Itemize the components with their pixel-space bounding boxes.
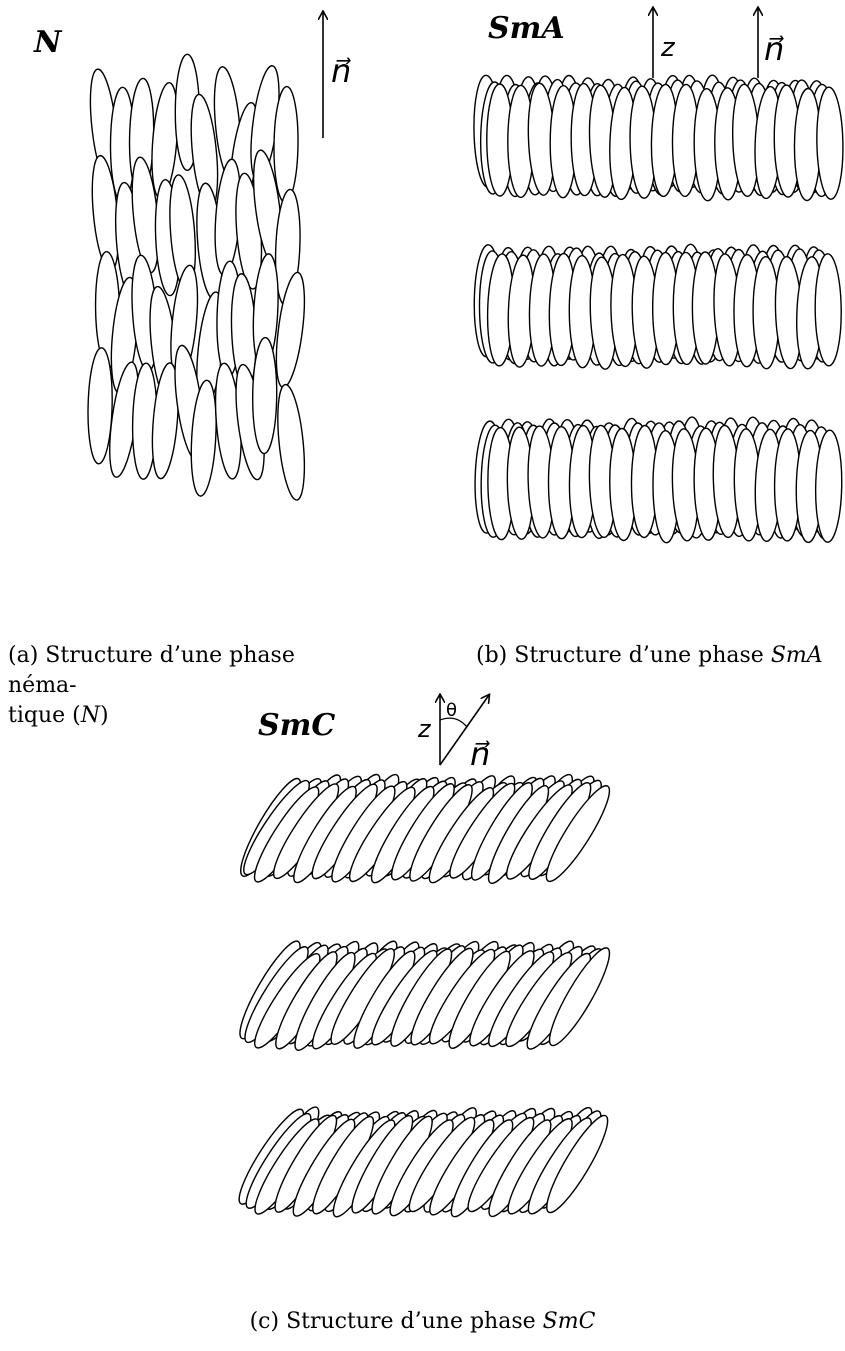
caption-c-text: (c) Structure d’une phase bbox=[250, 1309, 543, 1334]
panel-nematic: N n⃗ bbox=[33, 12, 352, 501]
director-label-a: n⃗ bbox=[331, 52, 352, 90]
caption-a-line1: (a) Structure d’une phase néma- bbox=[8, 643, 295, 698]
director-label-c: n⃗ bbox=[470, 735, 491, 773]
caption-b-symbol: SmA bbox=[771, 643, 823, 668]
nematic-molecules bbox=[86, 54, 310, 501]
panel-smectic-c: SmC z θ n⃗ bbox=[231, 695, 618, 1223]
caption-b: (b) Structure d’une phase SmA bbox=[476, 641, 841, 671]
tilt-angle-label: θ bbox=[446, 700, 457, 721]
sma-layer-3 bbox=[473, 417, 842, 543]
director-label-b: n⃗ bbox=[764, 30, 785, 68]
caption-c: (c) Structure d’une phase SmC bbox=[0, 1307, 845, 1337]
caption-a-symbol: N bbox=[81, 703, 100, 728]
molecule-ellipse bbox=[815, 254, 842, 366]
molecule-ellipse bbox=[273, 383, 308, 501]
caption-a: (a) Structure d’une phase néma-tique (N) bbox=[8, 641, 358, 731]
z-axis-label-c: z bbox=[417, 715, 432, 743]
z-axis-label-b: z bbox=[660, 33, 676, 63]
caption-b-text: (b) Structure d’une phase bbox=[476, 643, 771, 668]
smc-layer-3 bbox=[231, 1101, 616, 1222]
nematic-phase-label: N bbox=[33, 25, 63, 60]
sma-layer-1 bbox=[473, 75, 844, 201]
caption-a-line2-post: ) bbox=[100, 703, 109, 728]
smc-layer-2 bbox=[231, 935, 618, 1055]
molecule-ellipse bbox=[252, 337, 277, 453]
sma-phase-label: SmA bbox=[488, 11, 565, 46]
panel-smectic-a: SmA z n⃗ bbox=[473, 8, 844, 543]
caption-c-symbol: SmC bbox=[543, 1309, 596, 1334]
smc-layer-1 bbox=[232, 769, 618, 889]
caption-a-line2-pre: tique ( bbox=[8, 703, 81, 728]
sma-layer-2 bbox=[473, 244, 841, 369]
